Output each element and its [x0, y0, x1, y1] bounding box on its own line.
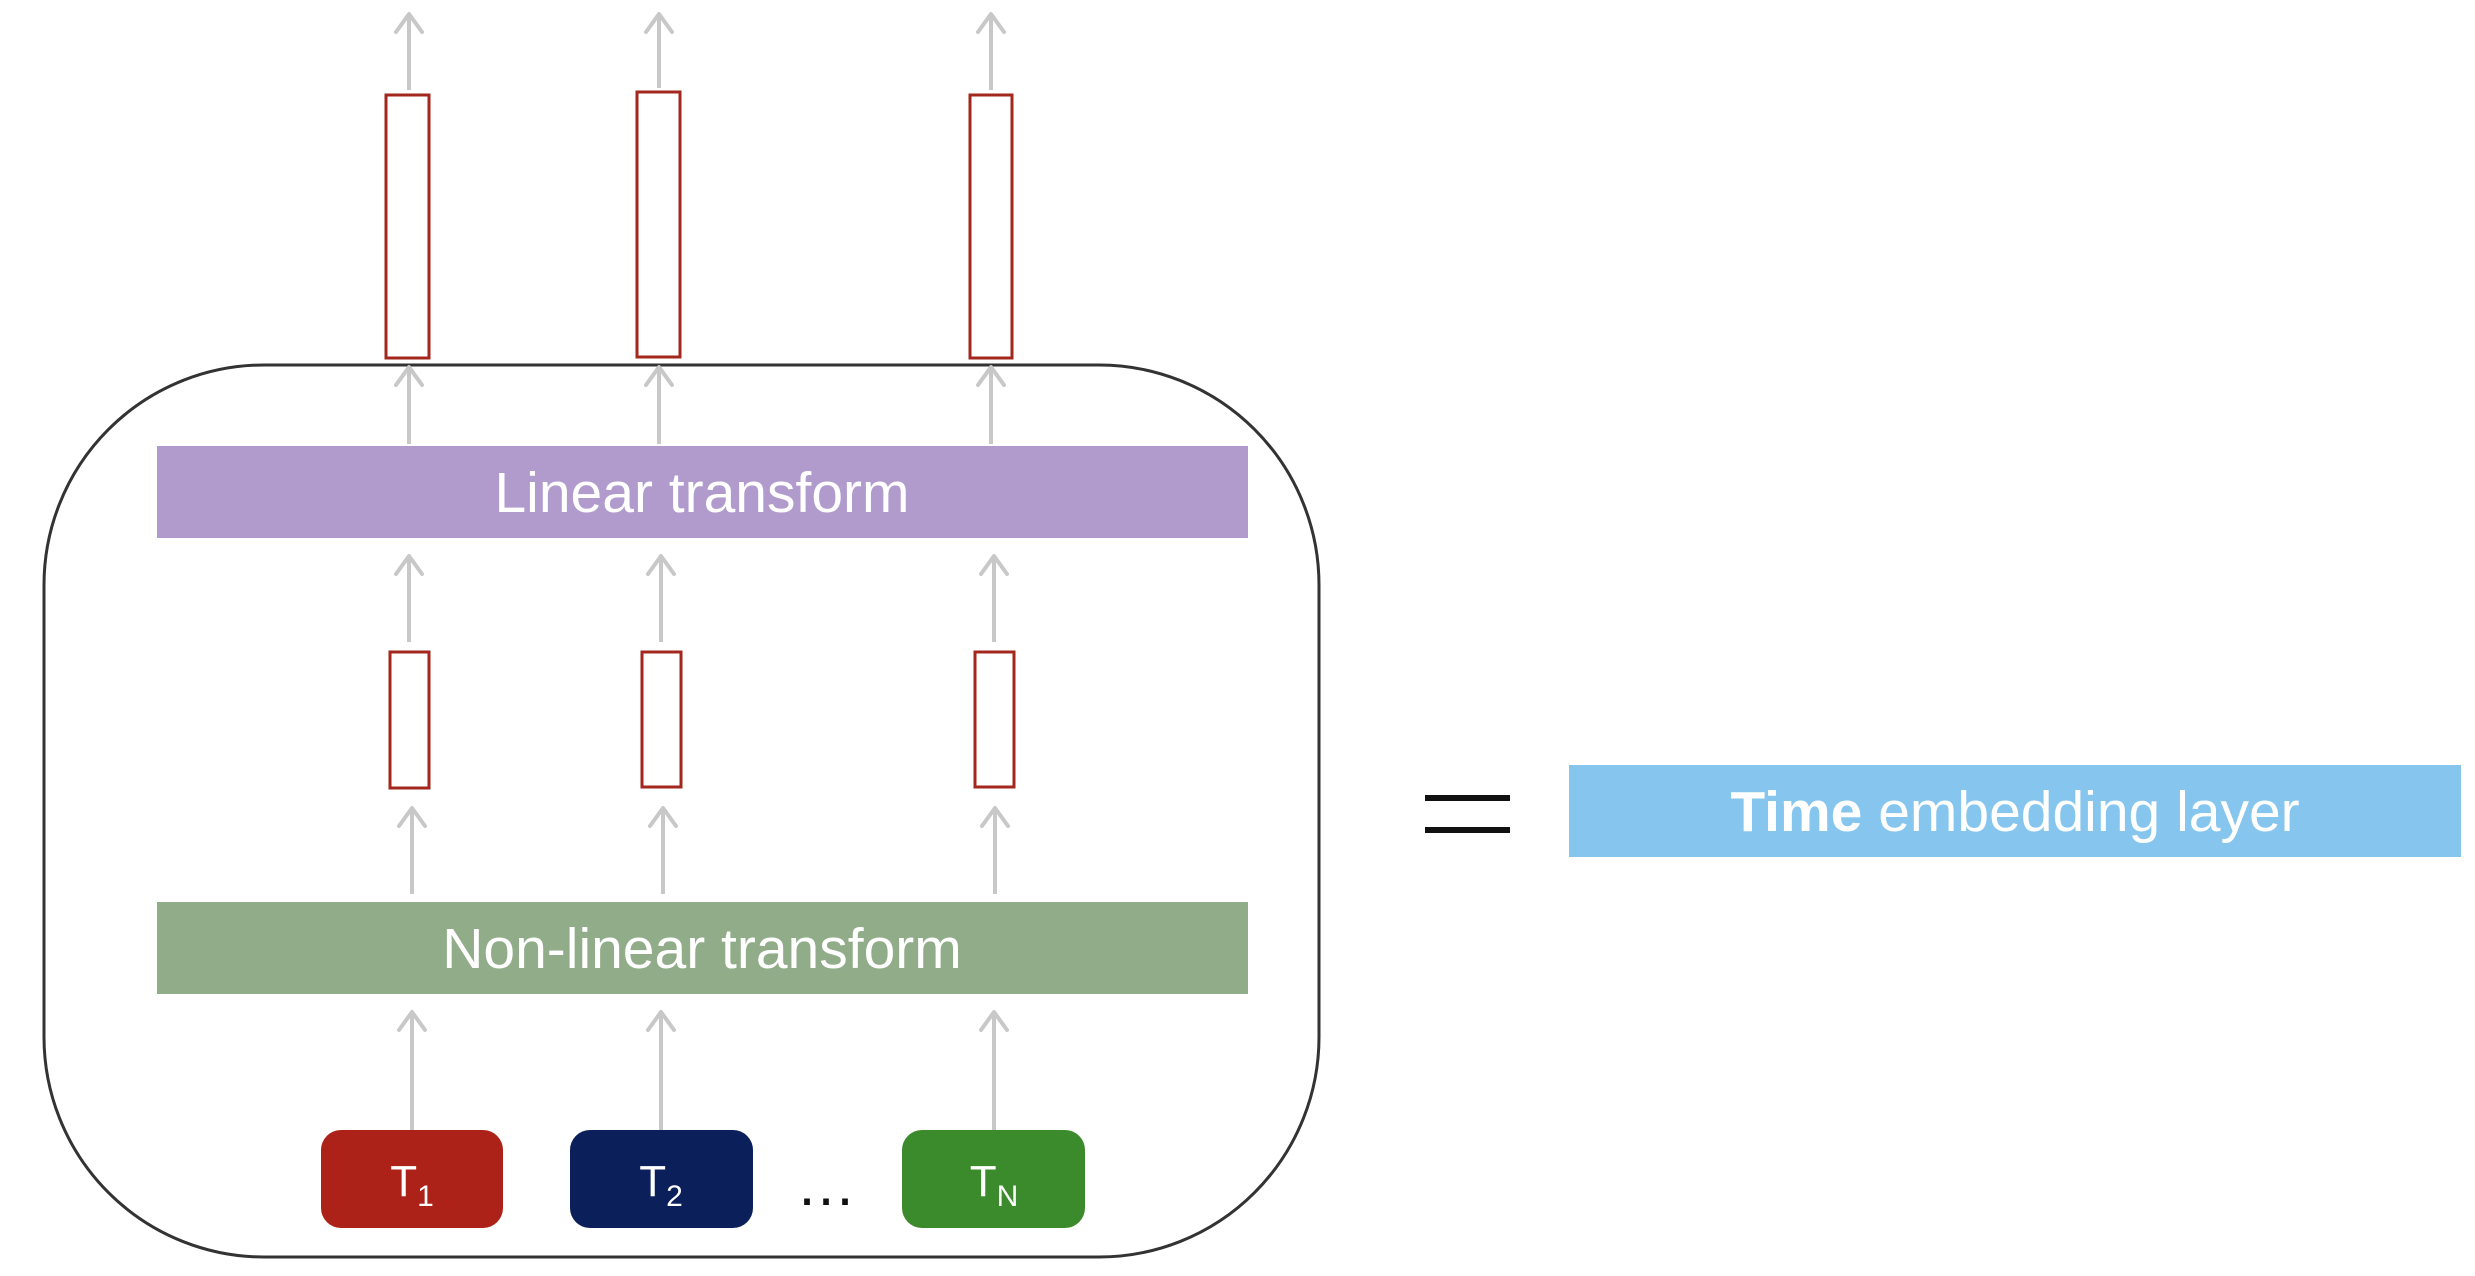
linear-transform-label: Linear transform — [494, 461, 909, 525]
flow-arrow-10 — [394, 365, 424, 444]
flow-arrow-15 — [976, 12, 1006, 90]
flow-arrow-12 — [976, 365, 1006, 444]
nonlinear-transform-box — [157, 902, 1248, 994]
token-sub-1: 1 — [417, 1180, 434, 1213]
hidden-vector-3 — [973, 650, 1016, 789]
flow-arrow-1 — [397, 1010, 427, 1130]
flow-arrow-2 — [646, 1010, 676, 1130]
time-embedding-layer-label: Time embedding layer — [1730, 780, 2299, 844]
token-main-1: T — [390, 1157, 417, 1206]
flow-arrow-5 — [648, 806, 678, 894]
flow-arrow-4 — [397, 806, 427, 894]
token-label-2: T2 — [639, 1157, 683, 1213]
token-box-2 — [570, 1130, 753, 1228]
token-sub-3: N — [997, 1180, 1019, 1213]
linear-transform-box — [157, 446, 1248, 538]
output-vector-1 — [384, 93, 431, 360]
flow-arrow-9 — [979, 554, 1009, 642]
nonlinear-transform-label: Non-linear transform — [442, 917, 962, 981]
token-box-1 — [321, 1130, 503, 1228]
flow-arrow-14 — [644, 12, 674, 88]
flow-arrow-7 — [394, 554, 424, 642]
equals-sign — [1425, 795, 1510, 833]
token-label-3: TN — [970, 1157, 1019, 1213]
flow-arrow-3 — [979, 1010, 1009, 1130]
flow-arrow-6 — [980, 806, 1010, 894]
token-main-3: T — [970, 1157, 997, 1206]
flow-arrow-8 — [646, 554, 676, 642]
flow-arrow-13 — [394, 12, 424, 90]
hidden-vector-2 — [640, 650, 683, 789]
hidden-vector-1 — [388, 650, 431, 790]
token-label-1: T1 — [390, 1157, 434, 1213]
time-embedding-layer-box — [1569, 765, 2461, 857]
embedding-module-container — [42, 363, 1321, 1259]
result-bold-word: Time — [1730, 780, 1862, 844]
token-main-2: T — [639, 1157, 666, 1206]
token-sub-2: 2 — [666, 1180, 683, 1213]
output-vector-2 — [635, 90, 682, 359]
token-box-3 — [902, 1130, 1085, 1228]
ellipsis: … — [796, 1151, 856, 1218]
result-rest-text: embedding layer — [1862, 780, 2299, 844]
output-vector-3 — [968, 93, 1014, 360]
flow-arrows — [394, 12, 1010, 1130]
flow-arrow-11 — [644, 365, 674, 444]
